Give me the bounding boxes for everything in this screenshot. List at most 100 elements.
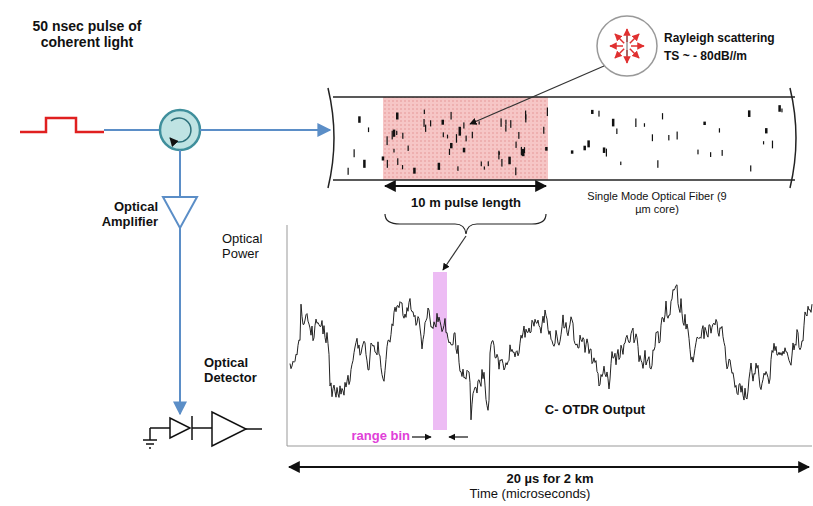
scatterer-tick (397, 158, 398, 165)
scatter-callout (597, 16, 657, 76)
scatterer-tick (459, 127, 462, 136)
scatterer-tick (501, 159, 502, 167)
callout-leader (470, 66, 604, 124)
fiber-outline (328, 88, 796, 188)
scatterer-tick (583, 146, 586, 151)
scatterer-tick (393, 130, 396, 137)
scatterer-tick (481, 161, 482, 166)
scatterer-tick (697, 150, 698, 155)
scatterer-tick (644, 123, 645, 127)
amplified-fiber (179, 228, 181, 414)
otdr-trace (290, 285, 812, 420)
scatterer-tick (677, 132, 678, 140)
scatterer-tick (443, 132, 444, 137)
amplifier-symbol (163, 197, 197, 228)
scatterer-tick (521, 147, 522, 156)
scatterer-tick (668, 135, 669, 140)
scatterer-tick (547, 107, 548, 116)
scatterer-tick (382, 156, 385, 160)
scatterer-tick (652, 134, 653, 141)
scatterer-tick (763, 141, 764, 144)
brace (385, 214, 546, 234)
trace-line (290, 285, 812, 420)
scatterer-tick (392, 131, 393, 140)
scatterer-tick (515, 167, 516, 175)
scatterer-tick (505, 125, 506, 132)
scatterer-tick (662, 113, 663, 119)
scatter-arrow (615, 34, 624, 43)
scatterer-tick (466, 136, 467, 142)
scatterer-tick (772, 141, 773, 149)
time-span-dimension (289, 466, 809, 468)
detector-label: Optical Detector (204, 356, 274, 386)
scatterer-tick (479, 121, 480, 124)
scatterer-tick (522, 149, 525, 156)
scatterer-tick (463, 148, 466, 153)
scatterer-tick (348, 168, 349, 175)
callout-value: TS ~ - 80dB//m (664, 50, 809, 64)
scatterer-tick (508, 157, 511, 165)
scatter-arrow (610, 45, 623, 47)
scatterer-tick (587, 140, 590, 147)
scatterer-tick (430, 120, 431, 126)
scatterer-tick (498, 151, 499, 160)
range-bin-bar (433, 272, 447, 430)
scatterer-tick (657, 160, 658, 168)
scatterer-tick (719, 128, 720, 132)
scatterer-tick (387, 160, 388, 168)
range-bin-arrow (449, 436, 468, 437)
scatterer-tick (456, 134, 457, 143)
scatterer-tick (603, 147, 606, 152)
scatterer-tick (778, 105, 781, 112)
scatter-arrow (630, 49, 639, 58)
circulator (160, 110, 200, 150)
scatterer-tick (472, 132, 473, 139)
scatterer-tick (571, 150, 574, 153)
scatter-arrow (630, 34, 639, 43)
x-axis (287, 446, 812, 447)
scatterer-tick (368, 127, 369, 132)
scatterer-tick (450, 143, 453, 148)
scatterer-tick (484, 166, 485, 169)
scatterer-tick (425, 125, 426, 132)
scatterer-tick (447, 135, 448, 139)
scatterer-tick (598, 111, 599, 117)
scatterer-tick (500, 118, 501, 126)
scatterer-tick (450, 112, 451, 120)
scatterer-tick (750, 165, 751, 171)
launch-fiber (200, 129, 330, 131)
scatterer-tick (396, 131, 397, 135)
scatterer-tick (781, 109, 782, 113)
range-bin-arrow (412, 436, 431, 437)
scatterer-tick (616, 128, 617, 134)
chart-title: C- OTDR Output (520, 403, 670, 418)
scatterer-tick (402, 165, 403, 169)
scatterer-tick (635, 118, 636, 127)
scatterer-tick (393, 149, 394, 153)
callout-title: Rayleigh scattering (664, 32, 809, 46)
pulse-length-dimension (385, 185, 546, 187)
scatter-arrow (631, 45, 644, 47)
range-bin-label: range bin (328, 429, 410, 444)
scatterer-tick (463, 122, 464, 128)
scatterer-tick (765, 128, 768, 133)
return-fiber (179, 150, 181, 197)
scatterer-tick (748, 110, 751, 117)
scatterer-tick (543, 127, 544, 134)
fiber-label: Single Mode Optical Fiber (9 µm core) (582, 190, 732, 215)
scatterer-tick (449, 149, 450, 155)
detector-symbol (143, 412, 262, 448)
scatter-star (610, 29, 644, 63)
circulator-arrow (170, 118, 191, 142)
scatterer-tick (505, 120, 506, 125)
scatterers (348, 105, 783, 175)
scatter-arrow (615, 49, 624, 58)
scatterer-tick (606, 149, 607, 157)
brace-leader (443, 236, 466, 270)
scatterer-tick (442, 120, 445, 125)
scatterer-tick (363, 160, 366, 168)
scatterer-tick (387, 136, 388, 145)
scatterer-tick (438, 163, 441, 170)
